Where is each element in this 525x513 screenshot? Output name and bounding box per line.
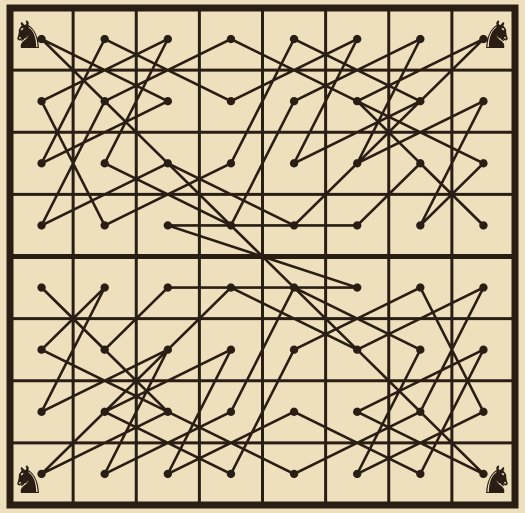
square-dot — [164, 97, 172, 105]
square-dot — [353, 35, 361, 43]
square-dot — [227, 345, 235, 353]
square-dot — [227, 35, 235, 43]
square-dot — [353, 97, 361, 105]
corner-knight-bottom-left: ♞ — [11, 458, 45, 502]
square-dot — [353, 470, 361, 478]
square-dot — [227, 283, 235, 291]
square-dot — [37, 283, 45, 291]
square-dot — [164, 159, 172, 167]
square-dot — [290, 35, 298, 43]
square-dot — [100, 283, 108, 291]
square-dot — [290, 97, 298, 105]
square-dot — [479, 345, 487, 353]
square-dot — [100, 345, 108, 353]
square-dot — [100, 470, 108, 478]
square-dot — [290, 221, 298, 229]
corner-knight-top-right: ♞ — [480, 13, 514, 57]
square-dot — [353, 408, 361, 416]
square-dot — [416, 159, 424, 167]
square-dot — [290, 283, 298, 291]
square-dot — [227, 470, 235, 478]
square-dot — [290, 470, 298, 478]
square-dot — [353, 283, 361, 291]
square-dot — [100, 35, 108, 43]
square-dot — [290, 159, 298, 167]
square-dot — [227, 221, 235, 229]
square-dot — [416, 470, 424, 478]
square-dot — [416, 345, 424, 353]
square-dot — [290, 408, 298, 416]
square-dot — [227, 159, 235, 167]
square-dot — [164, 283, 172, 291]
square-dot — [416, 97, 424, 105]
square-dot — [416, 283, 424, 291]
square-dot — [479, 97, 487, 105]
square-dot — [164, 345, 172, 353]
square-dot — [100, 408, 108, 416]
square-dot — [227, 97, 235, 105]
square-dot — [100, 97, 108, 105]
square-dot — [479, 283, 487, 291]
square-dot — [37, 221, 45, 229]
corner-knight-bottom-right: ♞ — [480, 458, 514, 502]
square-dot — [100, 221, 108, 229]
square-dot — [416, 35, 424, 43]
square-dot — [416, 221, 424, 229]
square-dot — [290, 345, 298, 353]
corner-knight-top-left: ♞ — [11, 13, 45, 57]
square-dot — [479, 159, 487, 167]
square-dot — [100, 159, 108, 167]
square-dot — [353, 345, 361, 353]
square-dot — [353, 221, 361, 229]
square-dot — [416, 408, 424, 416]
square-dot — [164, 221, 172, 229]
square-dot — [479, 408, 487, 416]
square-dot — [37, 345, 45, 353]
square-dot — [479, 221, 487, 229]
square-dot — [37, 159, 45, 167]
square-dot — [37, 408, 45, 416]
square-dot — [37, 97, 45, 105]
square-dot — [164, 470, 172, 478]
square-dot — [227, 408, 235, 416]
square-dot — [353, 159, 361, 167]
square-dot — [164, 408, 172, 416]
square-dot — [164, 35, 172, 43]
